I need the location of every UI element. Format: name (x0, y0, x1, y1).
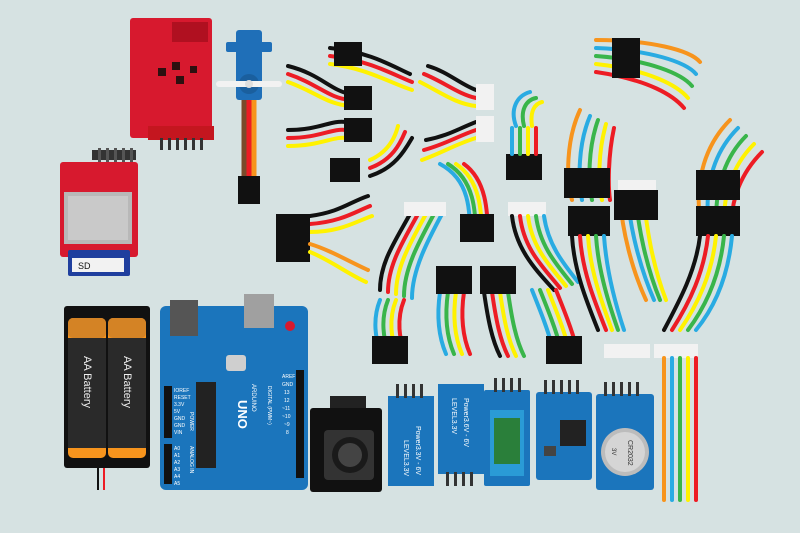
sd-card-module: SD (60, 148, 138, 276)
pin-label: ~10 (282, 414, 291, 420)
bluetooth-module-icon (484, 378, 530, 486)
level-shifter-icon: LEVEL3.3V Power3.3V - 6V (388, 384, 434, 486)
red-sensor-module (130, 18, 214, 150)
pin-label: A3 (174, 467, 180, 473)
rtc-module-icon: CR2032 3V (596, 382, 654, 490)
joystick-icon (310, 396, 382, 492)
pin-label: GND (174, 423, 186, 429)
arduino-digital-label: DIGITAL (PWM~) (266, 386, 272, 425)
pin-label: A5 (174, 481, 180, 487)
battery-icon: AA Battery AA Battery (64, 306, 150, 490)
pin-label: ~9 (284, 422, 290, 428)
pin-label: 12 (284, 398, 290, 404)
pin-label: GND (282, 382, 294, 388)
pin-label: A1 (174, 453, 180, 459)
pin-label: 3.3V (174, 402, 185, 408)
pin-label: 5V (174, 409, 181, 415)
arduino-analog-label: ANALOG IN (188, 446, 194, 474)
pin-label: A4 (174, 474, 180, 480)
pin-label: 13 (284, 390, 290, 396)
pin-label: AREF (282, 374, 295, 380)
sd-card-label: SD (78, 261, 91, 271)
pin-label: 8 (286, 430, 289, 436)
pin-label: ~11 (282, 406, 290, 412)
pin-label: VIN (174, 430, 183, 436)
pin-label: A0 (174, 446, 180, 452)
battery-cell-label: AA Battery (81, 356, 93, 408)
sensor-module (536, 380, 592, 480)
wire-harnesses (276, 38, 764, 502)
arduino-brand: ARDUINO (250, 384, 256, 412)
pin-label: RESET (174, 395, 191, 401)
pin-label: A2 (174, 460, 180, 466)
pin-label: IOREF (174, 388, 189, 394)
level-shifter-text-a: LEVEL3.3V (402, 440, 409, 477)
level-shifter-icon: LEVEL3.3V Power3.6V - 6V (438, 384, 484, 486)
arduino-model: UNO (235, 400, 250, 429)
servo-icon (216, 30, 282, 204)
level-shifter-text-b: Power3.3V - 6V (414, 426, 421, 475)
arduino-board-icon: UNO ARDUINO DIGITAL (PWM~) POWER ANALOG … (160, 294, 308, 490)
battery-cell-label: AA Battery (121, 356, 133, 408)
level-shifter-text-b: Power3.6V - 6V (462, 398, 469, 447)
arduino-power-label: POWER (188, 412, 194, 431)
pin-label: GND (174, 416, 186, 422)
level-shifter-text-a: LEVEL3.3V (450, 398, 457, 435)
rtc-voltage-label: 3V (610, 448, 616, 455)
rtc-battery-label: CR2032 (626, 440, 633, 466)
